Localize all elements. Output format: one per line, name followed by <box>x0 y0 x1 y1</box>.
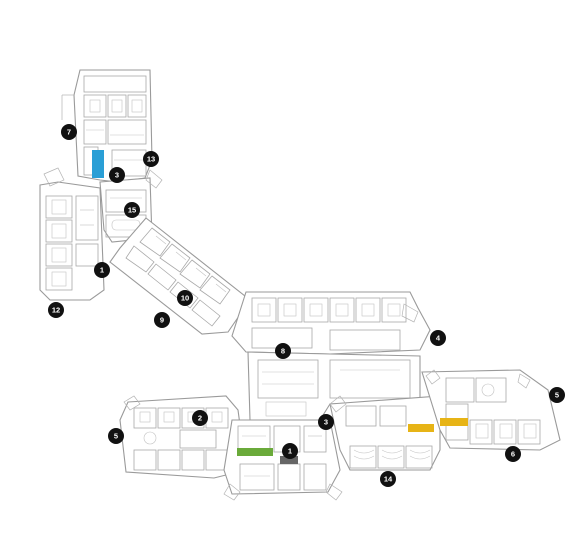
south-west-block <box>119 395 247 479</box>
highlight-yellow-2 <box>440 418 468 426</box>
marker-5[interactable]: 5 <box>108 428 124 444</box>
highlight-blue <box>92 150 104 178</box>
marker-label: 9 <box>160 316 164 325</box>
marker-label: 2 <box>198 414 202 423</box>
marker-3[interactable]: 3 <box>318 414 334 430</box>
marker-label: 5 <box>555 391 559 400</box>
marker-label: 12 <box>52 306 60 315</box>
marker-1[interactable]: 1 <box>94 262 110 278</box>
marker-label: 14 <box>384 475 393 484</box>
marker-15[interactable]: 15 <box>124 202 140 218</box>
marker-label: 3 <box>115 171 119 180</box>
marker-label: 15 <box>128 206 136 215</box>
marker-label: 1 <box>288 447 292 456</box>
marker-label: 7 <box>67 128 71 137</box>
marker-13[interactable]: 13 <box>143 151 159 167</box>
marker-label: 1 <box>100 266 104 275</box>
marker-12[interactable]: 12 <box>48 302 64 318</box>
marker-label: 6 <box>511 450 515 459</box>
marker-label: 3 <box>324 418 328 427</box>
highlight-yellow-1 <box>408 424 434 432</box>
marker-4[interactable]: 4 <box>430 330 446 346</box>
marker-9[interactable]: 9 <box>154 312 170 328</box>
marker-label: 10 <box>181 294 189 303</box>
marker-label: 5 <box>114 432 118 441</box>
marker-label: 8 <box>281 347 285 356</box>
marker-1[interactable]: 1 <box>282 443 298 459</box>
highlight-green <box>237 448 273 456</box>
highlight-gray <box>280 456 298 464</box>
marker-3[interactable]: 3 <box>109 167 125 183</box>
marker-6[interactable]: 6 <box>505 446 521 462</box>
far-east-wing <box>421 369 561 451</box>
markers: 7 13 3 15 1 12 10 9 4 8 5 <box>48 124 565 487</box>
marker-label: 4 <box>436 334 441 343</box>
north-wing <box>61 69 153 183</box>
east-upper-wing <box>231 291 431 355</box>
marker-14[interactable]: 14 <box>380 471 396 487</box>
diagonal-wing <box>109 217 251 335</box>
marker-7[interactable]: 7 <box>61 124 77 140</box>
marker-label: 13 <box>147 155 155 164</box>
south-east-wing <box>329 395 441 471</box>
highlighted-rooms <box>92 150 468 464</box>
marker-2[interactable]: 2 <box>192 410 208 426</box>
west-wing <box>39 167 105 301</box>
marker-8[interactable]: 8 <box>275 343 291 359</box>
marker-5[interactable]: 5 <box>549 387 565 403</box>
marker-10[interactable]: 10 <box>177 290 193 306</box>
